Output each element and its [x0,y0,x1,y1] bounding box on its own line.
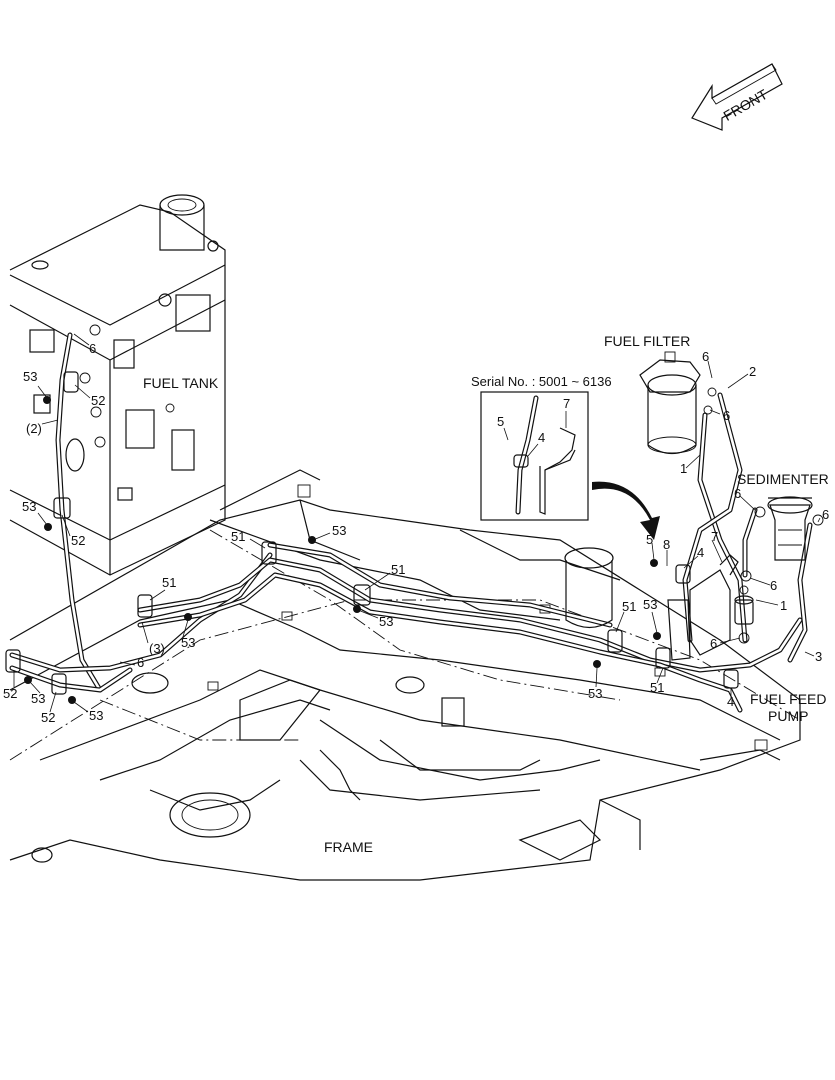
fuel-feed-pump [689,554,754,656]
callout-label: 6 [734,486,741,501]
inset-callout-5: 5 [497,414,504,429]
frame-structure [9,499,801,881]
front-label: FRONT [720,86,770,124]
callout-label: 53 [643,597,657,612]
callout-label: 1 [780,598,787,613]
callout-label: 51 [622,599,636,614]
callout-label: 52 [91,393,105,408]
sedimenter [754,496,824,561]
fuel-filter [639,351,717,455]
inset-pointer-arrow [592,481,660,540]
inset-callout-7: 7 [563,396,570,411]
callout-label: 5 [646,532,653,547]
callout-label: 53 [379,614,393,629]
callout-label: 53 [22,499,36,514]
callout-label: (3) [149,641,165,656]
callout-label: 6 [89,341,96,356]
bolts [24,396,661,704]
inset-callout-4: 4 [538,430,545,445]
callout-label: 51 [391,562,405,577]
callout-label: 4 [697,545,704,560]
callout-label: 6 [822,507,829,522]
fuel-tank-label: FUEL TANK [143,375,219,391]
fuel-filter-label: FUEL FILTER [604,333,690,349]
sedimenter-label: SEDIMENTER [737,471,829,487]
hose-clamps [5,371,739,695]
leader-lines [13,333,821,713]
callout-label: 53 [332,523,346,538]
callout-label: 51 [650,680,664,695]
callout-label: 53 [588,686,602,701]
front-direction-arrow: FRONT [691,63,783,131]
callout-label: (2) [26,421,42,436]
inset-serial-text: Serial No. : 5001 ~ 6136 [471,374,612,389]
callout-label: 53 [181,635,195,650]
frame-label: FRAME [324,839,373,855]
callout-label: 52 [71,533,85,548]
fuel-feed-pump-label-line1: FUEL FEED [750,691,827,707]
callout-numbers: 6 53 52 (2) 53 52 51 53 51 (3) 53 6 52 5… [3,341,829,725]
fuel-hoses [9,332,813,713]
callout-label: 6 [137,655,144,670]
callout-label: 7 [711,529,718,544]
callout-label: 6 [702,349,709,364]
callout-label: 53 [31,691,45,706]
fuel-tank [9,194,321,576]
fuel-feed-pump-label-line2: PUMP [768,708,808,724]
callout-label: 1 [680,461,687,476]
callout-label: 52 [3,686,17,701]
callout-label: 53 [23,369,37,384]
callout-label: 51 [162,575,176,590]
callout-label: 51 [231,529,245,544]
callout-label: 53 [89,708,103,723]
callout-label: 52 [41,710,55,725]
callout-label: 6 [770,578,777,593]
callout-label: 4 [727,694,734,709]
callout-label: 6 [723,408,730,423]
callout-label: 6 [710,636,717,651]
sediment-cup [564,547,691,661]
callout-label: 8 [663,537,670,552]
callout-label: 3 [815,649,822,664]
serial-inset: Serial No. : 5001 ~ 6136 7 5 4 [471,374,612,521]
callout-label: 2 [749,364,756,379]
